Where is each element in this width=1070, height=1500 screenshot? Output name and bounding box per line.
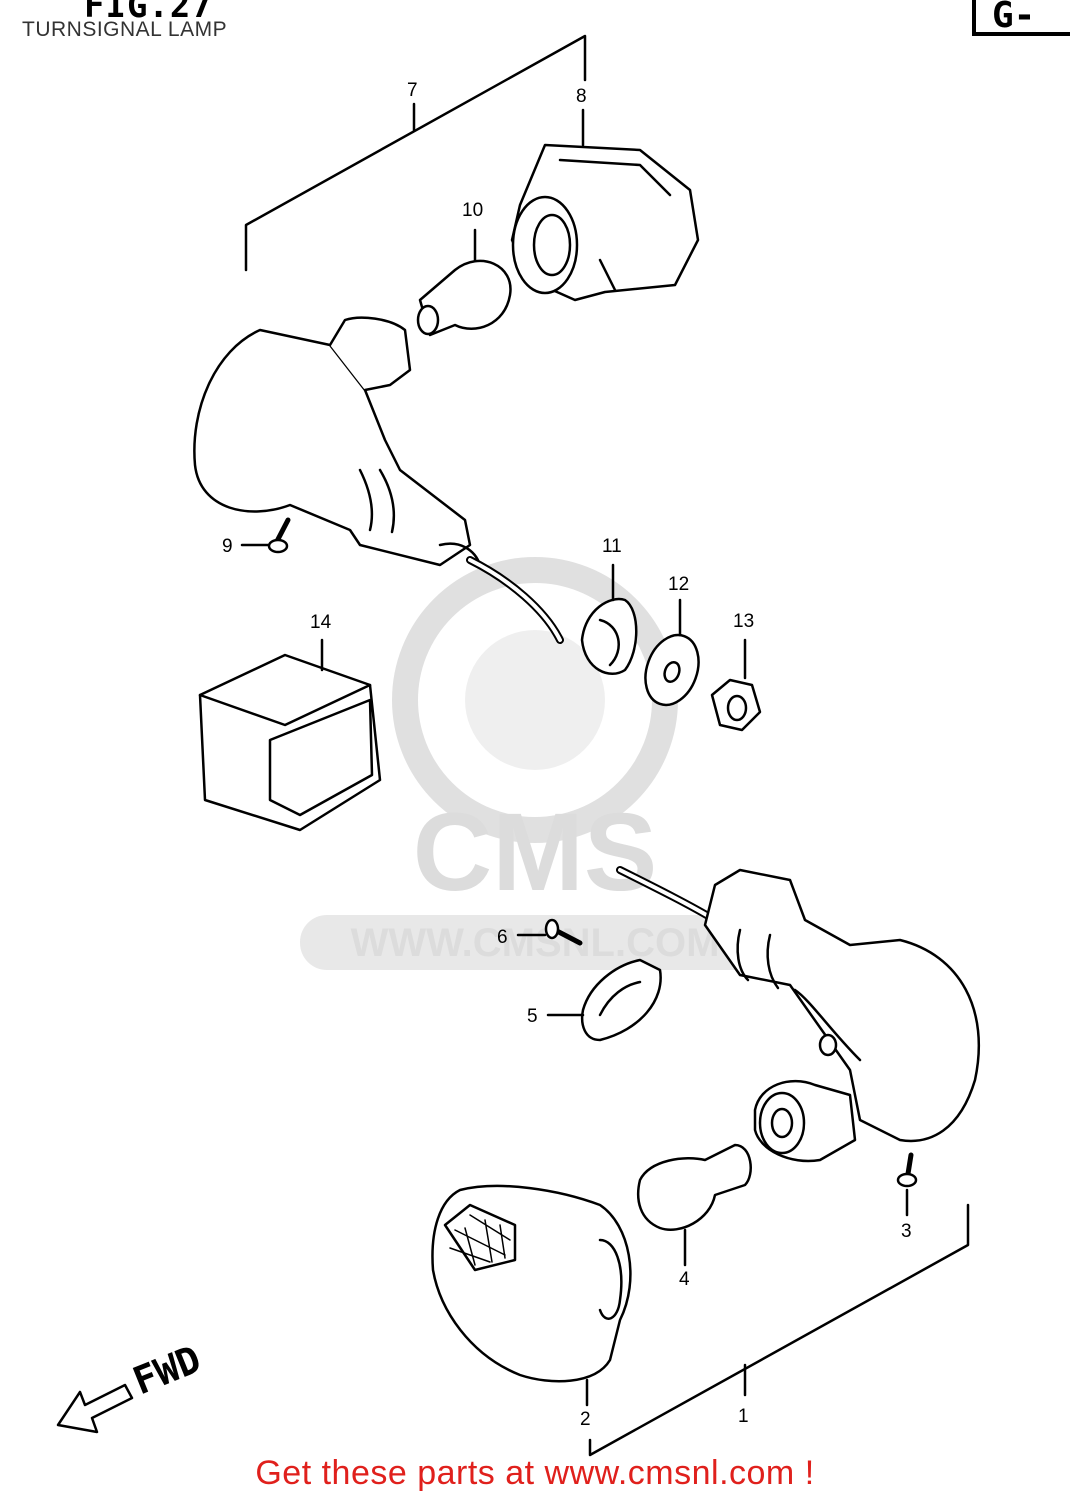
part-4-bulb [636, 1143, 752, 1267]
bracket-1 [588, 1203, 970, 1457]
callout-14: 14 [310, 612, 332, 633]
part-14-relay [198, 638, 382, 832]
callout-8: 8 [576, 86, 587, 107]
callout-9: 9 [222, 536, 233, 557]
callout-6: 6 [497, 927, 508, 948]
callout-11: 11 [602, 536, 622, 557]
part-12-washer [644, 598, 700, 707]
callout-12: 12 [668, 574, 689, 595]
watermark-url: WWW.CMSNL.COM [351, 921, 720, 965]
figure-code: G- [992, 0, 1036, 36]
part-13-nut [710, 638, 762, 732]
part-6-screw [516, 918, 583, 946]
figure-code-box: G- [972, 0, 1070, 36]
callout-5: 5 [527, 1006, 538, 1027]
callout-7: 7 [407, 80, 418, 101]
forward-arrow [56, 1383, 134, 1434]
watermark: CMS WWW.CMSNL.COM [300, 557, 770, 970]
callout-1: 1 [738, 1406, 749, 1427]
part-9-screw [240, 517, 291, 554]
part-3-screw [896, 1152, 918, 1217]
callout-3: 3 [901, 1221, 912, 1242]
part-8-lens [510, 108, 700, 302]
callout-10: 10 [462, 200, 483, 221]
figure-title: FIG.27 [84, 0, 213, 26]
bracket-7 [244, 34, 587, 272]
part-1-housing [616, 866, 980, 1143]
bulb-socket [753, 1080, 857, 1163]
part-5-gasket [546, 958, 662, 1042]
callouts: 1 2 3 4 5 6 7 8 9 10 11 12 13 14 [222, 80, 912, 1430]
part-10-bulb [416, 228, 512, 337]
forward-label: FWD [127, 1337, 207, 1404]
watermark-brand: CMS [413, 791, 657, 914]
diagram-subtitle: TURNSIGNAL LAMP [22, 18, 228, 41]
part-7-housing [193, 316, 564, 644]
footer-link[interactable]: Get these parts at www.cmsnl.com ! [255, 1454, 815, 1492]
part-11-grommet [580, 563, 638, 675]
callout-13: 13 [733, 611, 754, 632]
part-2-lens [431, 1184, 632, 1407]
callout-4: 4 [679, 1269, 690, 1290]
callout-2: 2 [580, 1409, 591, 1430]
